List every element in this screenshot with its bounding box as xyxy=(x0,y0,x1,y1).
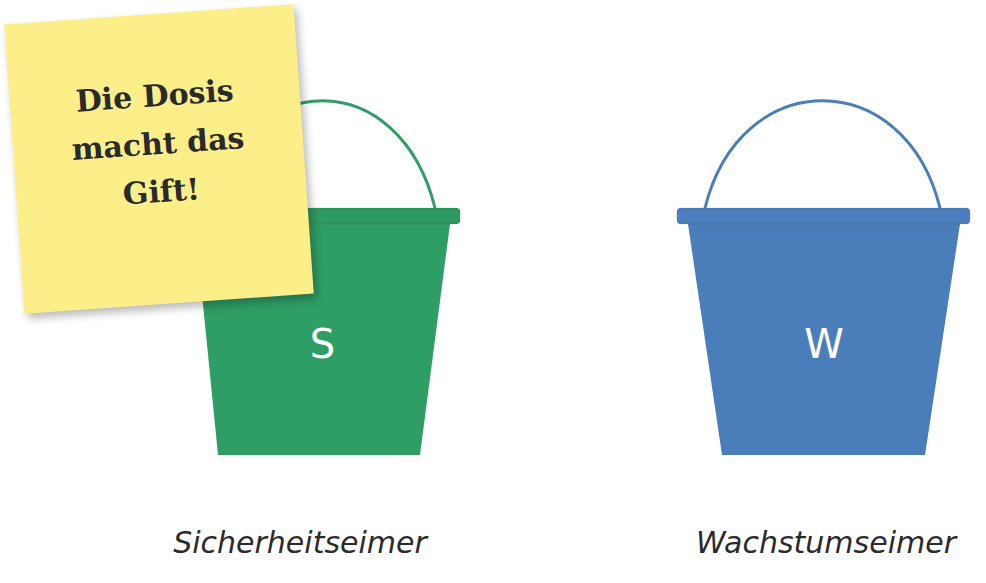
bucket-handle xyxy=(210,101,435,208)
bucket: WWachstumseimer xyxy=(677,100,970,455)
bucket-rim xyxy=(677,208,970,224)
bucket-shape xyxy=(677,100,970,455)
bucket-handle xyxy=(705,101,940,208)
bucket-body xyxy=(195,224,450,455)
note-text: Die Dosis macht das Gift! xyxy=(53,65,263,223)
bucket-body xyxy=(688,224,960,455)
bucket-letter: W xyxy=(764,320,884,368)
bucket-rim xyxy=(185,208,460,224)
bucket-label: Sicherheitseimer xyxy=(100,525,500,561)
bucket-letter: S xyxy=(263,320,383,368)
sticky-note: Die Dosis macht das Gift! xyxy=(4,4,314,314)
bucket-label: Wachstumseimer xyxy=(626,525,986,561)
